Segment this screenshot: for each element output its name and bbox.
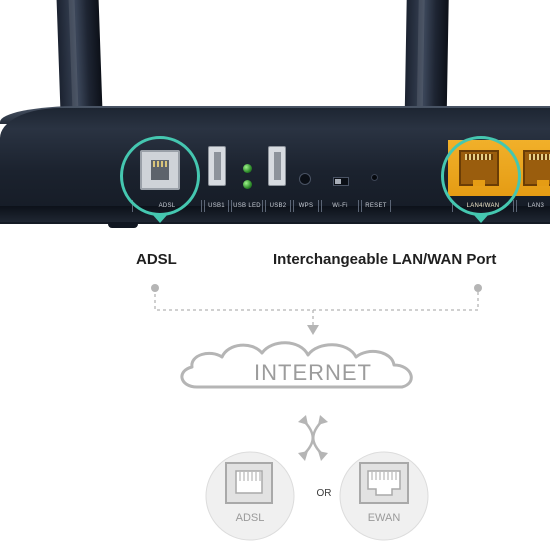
- usb-led-1: [243, 164, 252, 173]
- panel-label-reset: RESET: [361, 200, 391, 212]
- arrow-head-left-bottom: [298, 451, 308, 461]
- swap-arrows-icon: [302, 419, 324, 456]
- lanwan-highlight-ring: [441, 136, 521, 216]
- ewan-port-icon: [359, 462, 409, 504]
- adsl-highlight-ring: [120, 136, 200, 216]
- lanwan-callout-label: Interchangeable LAN/WAN Port: [273, 251, 497, 268]
- connection-diagram: INTERNET OR ADSL EWAN: [0, 275, 550, 550]
- internet-label: INTERNET: [254, 360, 372, 385]
- reset-button: [371, 174, 378, 181]
- ewan-badge-label: EWAN: [367, 512, 401, 524]
- dashed-bracket: [154, 288, 479, 311]
- router-foot: [108, 222, 138, 228]
- panel-label-wps: WPS: [293, 200, 319, 212]
- arrow-head-right-top: [318, 415, 328, 425]
- arrow-head-left-top: [298, 415, 308, 425]
- lanwan-highlight-pointer: [473, 214, 489, 223]
- down-arrow-icon: [307, 325, 319, 335]
- arrow-head-right-bottom: [318, 451, 328, 461]
- adsl-port-icon: [225, 462, 273, 504]
- cloud-icon: [180, 341, 413, 389]
- usb1-port: [208, 146, 226, 186]
- router-label-strip: [0, 206, 550, 222]
- usb2-port: [268, 146, 286, 186]
- wifi-switch: [333, 177, 349, 186]
- panel-label-usb-led: USB LED: [231, 200, 263, 212]
- or-label: OR: [316, 488, 332, 499]
- panel-label-usb1: USB1: [204, 200, 229, 212]
- diagram-graphics: [151, 284, 482, 541]
- panel-label-wifi: Wi-Fi: [321, 200, 359, 212]
- usb-led-2: [243, 180, 252, 189]
- adsl-callout-label: ADSL: [136, 251, 177, 268]
- adsl-highlight-pointer: [152, 214, 168, 223]
- panel-label-lan3: LAN3: [516, 200, 550, 212]
- adsl-badge-label: ADSL: [235, 512, 265, 524]
- panel-label-usb2: USB2: [265, 200, 291, 212]
- lan3-port: [523, 150, 550, 186]
- wps-button: [299, 173, 311, 185]
